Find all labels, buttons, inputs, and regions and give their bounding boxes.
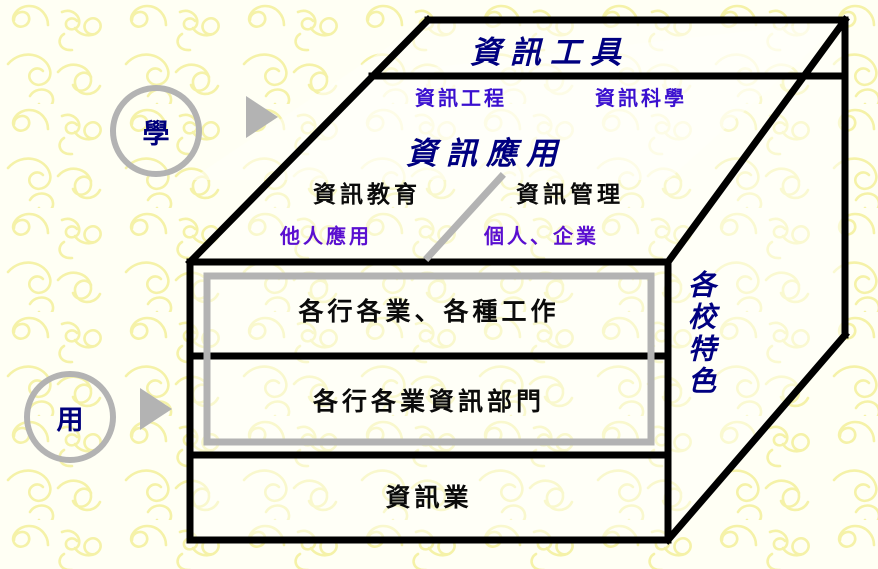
marker-circle-yong: 用: [24, 371, 116, 463]
middle-face-purple-subitem-1: 個人、企業: [484, 224, 599, 248]
front-row-0: 各行各業、各種工作: [298, 297, 560, 326]
marker-circle-yong-label: 用: [56, 404, 84, 436]
side-face-label: 各校特色: [684, 270, 717, 398]
top-face-subitem-1: 資訊科學: [595, 86, 687, 110]
top-face-subitem-0: 資訊工程: [415, 86, 507, 110]
middle-face-purple-subitem-0: 他人應用: [280, 224, 372, 248]
marker-circle-xue-label: 學: [142, 118, 170, 150]
arrow-right-icon-xue: [246, 96, 278, 138]
front-row-2: 資訊業: [385, 483, 473, 512]
middle-face-black-subitem-0: 資訊教育: [313, 181, 421, 208]
front-row-1: 各行各業資訊部門: [312, 387, 545, 416]
marker-circle-xue: 學: [110, 85, 202, 177]
top-face-title: 資訊工具: [470, 35, 630, 71]
middle-face-title: 資訊應用: [406, 136, 566, 172]
middle-face-black-subitem-1: 資訊管理: [516, 181, 624, 208]
arrow-right-icon-yong: [140, 388, 172, 430]
